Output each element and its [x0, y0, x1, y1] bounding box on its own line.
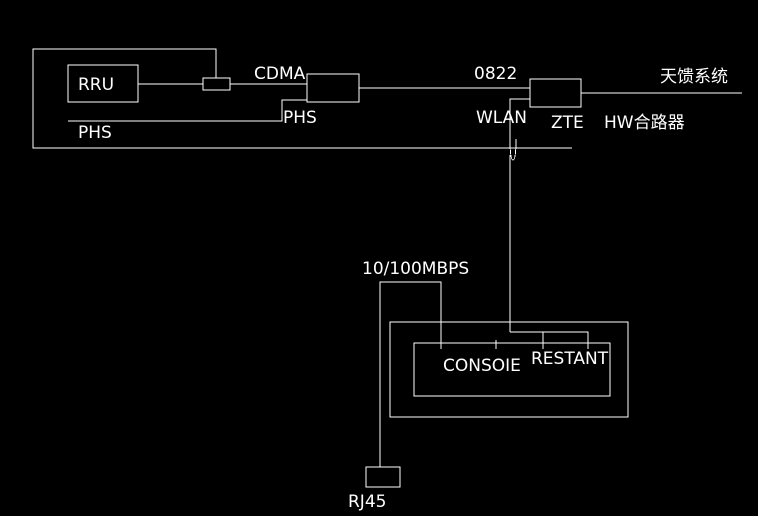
outer-loop-line [32, 48, 572, 149]
equipment-inner-box [413, 342, 611, 397]
phs-line [68, 99, 307, 122]
rj45-label: RJ45 [348, 492, 386, 512]
crossover-hop [509, 138, 517, 161]
hw-combiner-box [529, 78, 582, 108]
speed-label: 10/100MBPS [362, 259, 469, 279]
hw-combiner-label: HW合路器 [604, 113, 685, 133]
restant-line [510, 331, 589, 349]
rru-connector [202, 77, 231, 91]
console-label: CONSOIE [443, 356, 521, 376]
cdma-label: CDMA [254, 64, 306, 84]
ethernet-line [379, 281, 442, 467]
cdma-phs-combiner-box [306, 73, 360, 103]
equipment-outer-box [389, 321, 629, 418]
feeder-system-label: 天馈系统 [660, 67, 728, 87]
rru-label: RRU [78, 75, 114, 95]
band-0822-label: 0822 [474, 64, 517, 84]
wlan-drop-line [509, 98, 530, 139]
rj45-port [365, 466, 401, 488]
phs-combiner-label: PHS [283, 108, 317, 128]
phs-line-label: PHS [78, 123, 112, 143]
restant-label: RESTANT [531, 349, 609, 369]
wlan-label: WLAN [476, 108, 527, 128]
zte-label: ZTE [551, 113, 584, 133]
